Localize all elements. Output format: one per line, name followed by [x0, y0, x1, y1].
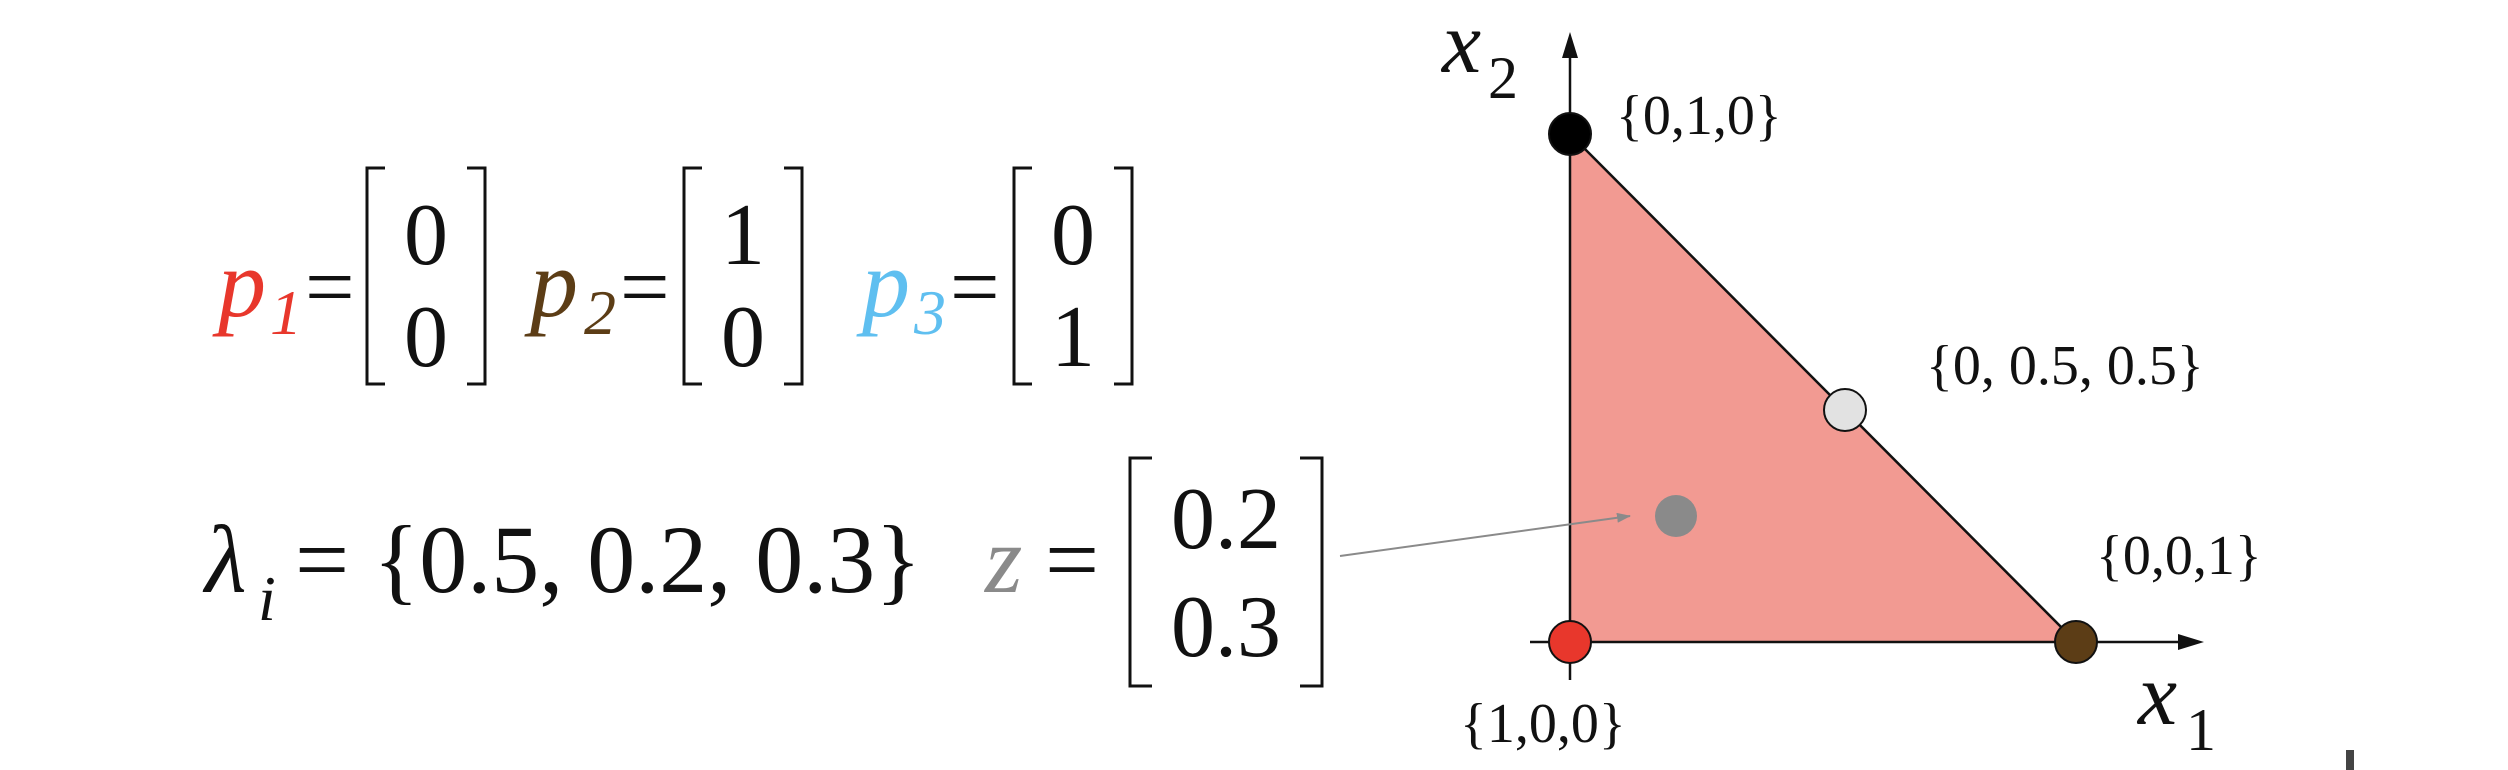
z-symbol: z	[983, 506, 1022, 613]
p3-subscript: 3	[913, 277, 946, 348]
p3-equals: =	[950, 239, 1000, 336]
z-right-bracket	[1300, 456, 1324, 688]
lambda-subscript: i	[258, 563, 276, 634]
p1-equals: =	[305, 239, 355, 336]
p1-top: 0	[404, 187, 448, 284]
z-equation: z = 0.2 0.3	[983, 456, 1324, 688]
lambda-values: = {0.5, 0.2, 0.3}	[295, 506, 921, 613]
x2-label-base: x	[1440, 0, 1481, 92]
x2-axis-label: x 2	[1440, 0, 1518, 111]
p2-equation: p 2 = 1 0	[524, 166, 804, 386]
x2-label-sub: 2	[1488, 45, 1518, 111]
p1-symbol: p	[212, 230, 266, 337]
vertex-top-point	[1548, 112, 1592, 156]
p2-symbol: p	[524, 230, 578, 337]
p3-top: 0	[1051, 187, 1095, 284]
z-top: 0.2	[1171, 471, 1281, 568]
vertex-origin-point	[1548, 620, 1592, 664]
p1-bottom: 0	[404, 289, 448, 386]
simplex-plot: x 2 x 1 {0,1,0} {0, 0.5, 0.5} {0,0,1} {1…	[1339, 0, 2262, 763]
p3-right-bracket	[1114, 166, 1134, 386]
p3-bottom: 1	[1051, 289, 1095, 386]
vertex-right-point	[2054, 620, 2098, 664]
vertex-right-label: {0,0,1}	[2096, 525, 2262, 587]
p3-equation: p 3 = 0 1	[856, 166, 1134, 386]
p1-equation: p 1 = 0 0	[212, 166, 487, 386]
lambda-equation: λ i = {0.5, 0.2, 0.3}	[202, 506, 921, 634]
lambda-symbol: λ	[202, 506, 247, 613]
p2-subscript: 2	[584, 277, 616, 348]
p2-top: 1	[721, 187, 765, 284]
hypotenuse-edge	[1569, 133, 2077, 643]
z-left-bracket	[1128, 456, 1152, 688]
p2-bottom: 0	[721, 289, 765, 386]
x2-axis-arrowhead	[1562, 32, 1578, 58]
vertex-origin-label: {1,0,0}	[1460, 693, 1626, 755]
vertex-top-label: {0,1,0}	[1616, 85, 1782, 147]
corner-mark	[2346, 750, 2354, 770]
z-bottom: 0.3	[1171, 579, 1281, 676]
p1-subscript: 1	[270, 277, 302, 348]
p2-equals: =	[620, 239, 670, 336]
midpoint-point	[1823, 388, 1867, 432]
z-point	[1655, 495, 1697, 537]
p2-right-bracket	[784, 166, 804, 386]
x1-axis-arrowhead	[2178, 634, 2204, 650]
p2-left-bracket	[682, 166, 702, 386]
p3-left-bracket	[1012, 166, 1032, 386]
x1-label-base: x	[2136, 647, 2177, 744]
p1-left-bracket	[365, 166, 385, 386]
x1-axis-label: x 1	[2136, 647, 2216, 763]
z-equals: =	[1045, 506, 1099, 613]
p3-symbol: p	[856, 230, 910, 337]
z-arrow	[1339, 512, 1631, 557]
x1-label-sub: 1	[2186, 697, 2216, 763]
p1-right-bracket	[467, 166, 487, 386]
midpoint-label: {0, 0.5, 0.5}	[1926, 335, 2204, 397]
